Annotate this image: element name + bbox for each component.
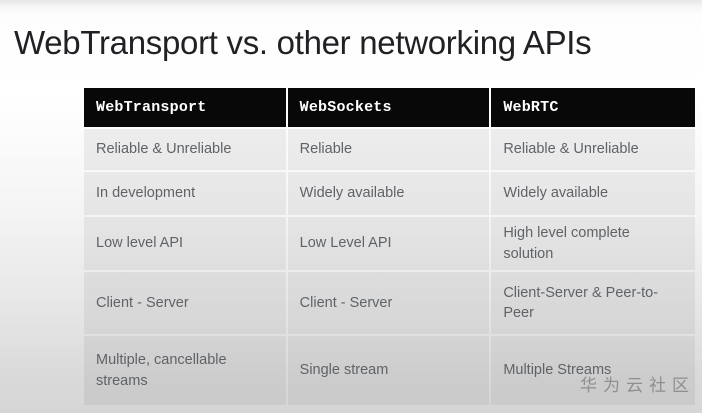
table-cell: Low level API xyxy=(84,217,286,270)
watermark: 华为云社区 xyxy=(580,376,695,395)
column-header-webtransport: WebTransport xyxy=(84,88,286,127)
table-cell: Single stream xyxy=(287,336,490,405)
table-cell: Widely available xyxy=(287,172,490,215)
table-cell: Multiple, cancellable streams xyxy=(84,336,286,405)
table-cell: Low Level API xyxy=(287,217,490,270)
table-cell: Widely available xyxy=(491,172,695,215)
table-cell: Reliable & Unreliable xyxy=(84,129,286,170)
table-cell: High level complete solution xyxy=(491,217,695,270)
table-cell: Multiple Streams xyxy=(491,336,695,405)
table-cell: Client - Server xyxy=(84,272,286,334)
table-cell: Reliable xyxy=(287,129,490,170)
table-cell: Client-Server & Peer-to-Peer xyxy=(491,272,695,334)
column-header-websockets: WebSockets xyxy=(287,88,490,127)
table-cell: Reliable & Unreliable xyxy=(491,129,695,170)
table-cell: In development xyxy=(84,172,286,215)
column-header-webrtc: WebRTC xyxy=(491,88,695,127)
table-cell: Client - Server xyxy=(287,272,490,334)
comparison-table: WebTransport WebSockets WebRTC Reliable … xyxy=(84,88,695,405)
slide-title: WebTransport vs. other networking APIs xyxy=(14,24,592,61)
